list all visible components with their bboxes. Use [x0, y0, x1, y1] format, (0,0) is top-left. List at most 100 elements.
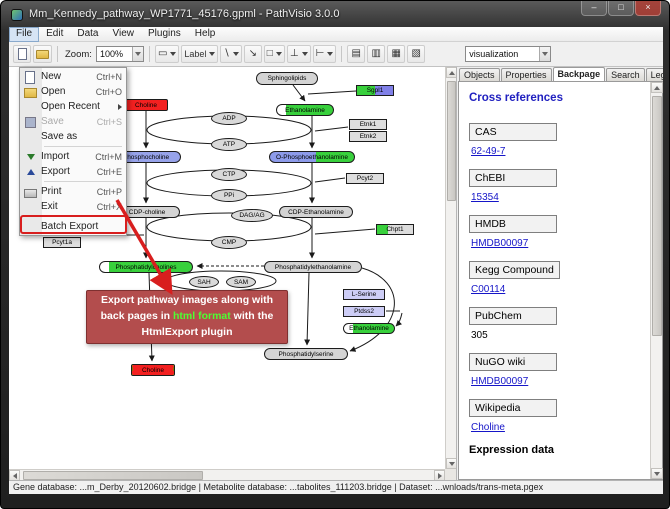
pathway-node-etnk2[interactable]: Etnk2	[349, 131, 387, 142]
pathway-node-sgpl1[interactable]: Sgpl1	[356, 85, 394, 96]
visualization-combobox[interactable]: visualization	[465, 46, 552, 62]
pathway-node-ctp[interactable]: CTP	[211, 168, 247, 181]
crossref-link[interactable]: HMDB00097	[471, 238, 529, 249]
pathway-node-label: Sphingolipids	[267, 75, 307, 82]
scroll-down-icon[interactable]	[654, 471, 660, 476]
pathway-node-phosphatidylcholines[interactable]: Phosphatidylcholines	[99, 261, 193, 273]
pathway-node-adp[interactable]: ADP	[211, 112, 247, 125]
pathway-node-pcyt1a[interactable]: Pcyt1a	[43, 237, 81, 248]
receptor-tool-button[interactable]: ⊢	[312, 45, 337, 63]
pathway-node-l-serine[interactable]: L-Serine	[343, 289, 385, 300]
crossref-link[interactable]: HMDB00097	[471, 376, 529, 387]
sidebar-scrollbar[interactable]	[650, 82, 663, 479]
pathway-node-phosphatidylethanolamine[interactable]: Phosphatidylethanolamine	[264, 261, 362, 273]
crossref-link[interactable]: Choline	[471, 422, 505, 433]
pathway-node-label: Pcyt1a	[52, 239, 72, 246]
pathway-node-ethanolamine-right[interactable]: Ethanolamine	[343, 323, 395, 334]
toolbar-separator	[341, 46, 343, 62]
file-menu-item-save-as[interactable]: Save as	[20, 129, 126, 144]
scroll-down-icon[interactable]	[448, 461, 455, 466]
crossref-link[interactable]: 62-49-7	[471, 146, 506, 157]
menu-edit[interactable]: Edit	[46, 28, 64, 39]
close-button[interactable]: ×	[635, 1, 661, 16]
common-size-button[interactable]: ▦	[387, 45, 406, 63]
align-horizontal-icon: ▤	[351, 48, 361, 59]
minimize-button[interactable]: –	[581, 1, 607, 16]
tab-backpage[interactable]: Backpage	[552, 67, 606, 81]
menu-view[interactable]: View	[112, 28, 134, 39]
crossref-link[interactable]: 15354	[471, 192, 499, 203]
scroll-up-icon[interactable]	[654, 85, 660, 90]
pathway-node-label: L-Serine	[351, 291, 377, 298]
scroll-right-icon[interactable]	[437, 472, 442, 479]
pathway-node-cdp-ethanolamine[interactable]: CDP-Ethanolamine	[279, 206, 353, 218]
pathway-node-phosphatidylserine[interactable]: Phosphatidylserine	[264, 348, 348, 360]
pathway-node-pcyt2[interactable]: Pcyt2	[346, 173, 384, 184]
pathway-node-choline-bottom[interactable]: Choline	[131, 364, 175, 376]
arrow-tool-button[interactable]: ↘	[243, 45, 262, 63]
interaction-tool-icon: ⊥	[289, 48, 299, 59]
align-vertical-button[interactable]: ▥	[367, 45, 386, 63]
zoom-dropdown-icon[interactable]	[131, 47, 143, 61]
canvas-horizontal-scrollbar[interactable]	[9, 469, 445, 481]
scroll-left-icon[interactable]	[12, 472, 17, 479]
stack-button[interactable]: ▧	[407, 45, 426, 63]
pathway-node-label: CDP-Ethanolamine	[288, 208, 344, 216]
selection-handle[interactable]	[173, 367, 174, 371]
pathway-node-ppi[interactable]: PPi	[211, 189, 247, 202]
align-horizontal-button[interactable]: ▤	[347, 45, 366, 63]
new-file-button[interactable]	[13, 45, 31, 63]
pathway-node-sphingolipids[interactable]: Sphingolipids	[256, 72, 318, 85]
toolbar-file-buttons	[13, 45, 52, 63]
datanode-tool-button[interactable]: ▭	[154, 45, 180, 63]
selection-handle[interactable]	[132, 365, 133, 366]
line-tool-button[interactable]: ∖	[220, 45, 242, 63]
menu-file[interactable]: File	[9, 27, 40, 42]
visualization-dropdown-icon[interactable]	[539, 47, 551, 61]
scroll-up-icon[interactable]	[448, 70, 455, 75]
tab-search[interactable]: Search	[606, 68, 645, 81]
toolbar-separator	[57, 46, 58, 62]
pathway-node-choline-top[interactable]: Choline	[124, 99, 168, 111]
selection-handle[interactable]	[173, 374, 174, 375]
pathway-node-sah[interactable]: SAH	[189, 276, 219, 288]
selection-handle[interactable]	[132, 367, 133, 371]
tab-objects[interactable]: Objects	[459, 68, 500, 81]
pathway-node-chpt1[interactable]: Chpt1	[376, 224, 414, 235]
menu-data[interactable]: Data	[77, 28, 99, 39]
pathway-node-cmp[interactable]: CMP	[211, 236, 247, 249]
file-menu-item-open-recent[interactable]: Open Recent	[20, 99, 126, 114]
pathway-node-o-phosphoethanolamine[interactable]: O-Phosphoethanolamine	[269, 151, 355, 163]
shape-tool-button[interactable]: □	[263, 45, 285, 63]
menu-plugins[interactable]: Plugins	[147, 28, 181, 39]
maximize-button[interactable]: □	[608, 1, 634, 16]
menu-help[interactable]: Help	[194, 28, 216, 39]
interaction-tool-button[interactable]: ⊥	[286, 45, 311, 63]
zoom-combobox[interactable]: 100%	[95, 46, 144, 62]
pathway-node-atp[interactable]: ATP	[211, 138, 247, 151]
crossref-link[interactable]: C00114	[471, 284, 506, 295]
label-tool-button[interactable]: Label	[181, 45, 219, 63]
pathway-node-label: ADP	[222, 115, 236, 122]
tab-properties[interactable]: Properties	[500, 68, 552, 81]
selection-handle[interactable]	[132, 374, 133, 375]
pathway-node-dag[interactable]: DAG/AG	[231, 209, 273, 222]
file-menu-item-batch-export[interactable]: Batch Export	[20, 219, 126, 234]
selection-handle[interactable]	[173, 365, 174, 366]
pathway-node-sam[interactable]: SAM	[226, 276, 256, 288]
open-file-button[interactable]	[33, 45, 52, 63]
annotation-callout: Export pathway images along with back pa…	[86, 290, 288, 344]
pathway-node-ethanolamine-top[interactable]: Ethanolamine	[276, 104, 334, 116]
canvas-vertical-scrollbar[interactable]	[445, 67, 457, 469]
pathway-node-ptdss2[interactable]: Ptdss2	[343, 306, 385, 317]
tab-legend[interactable]: Legend	[645, 68, 663, 81]
pathway-node-etnk1[interactable]: Etnk1	[349, 119, 387, 130]
